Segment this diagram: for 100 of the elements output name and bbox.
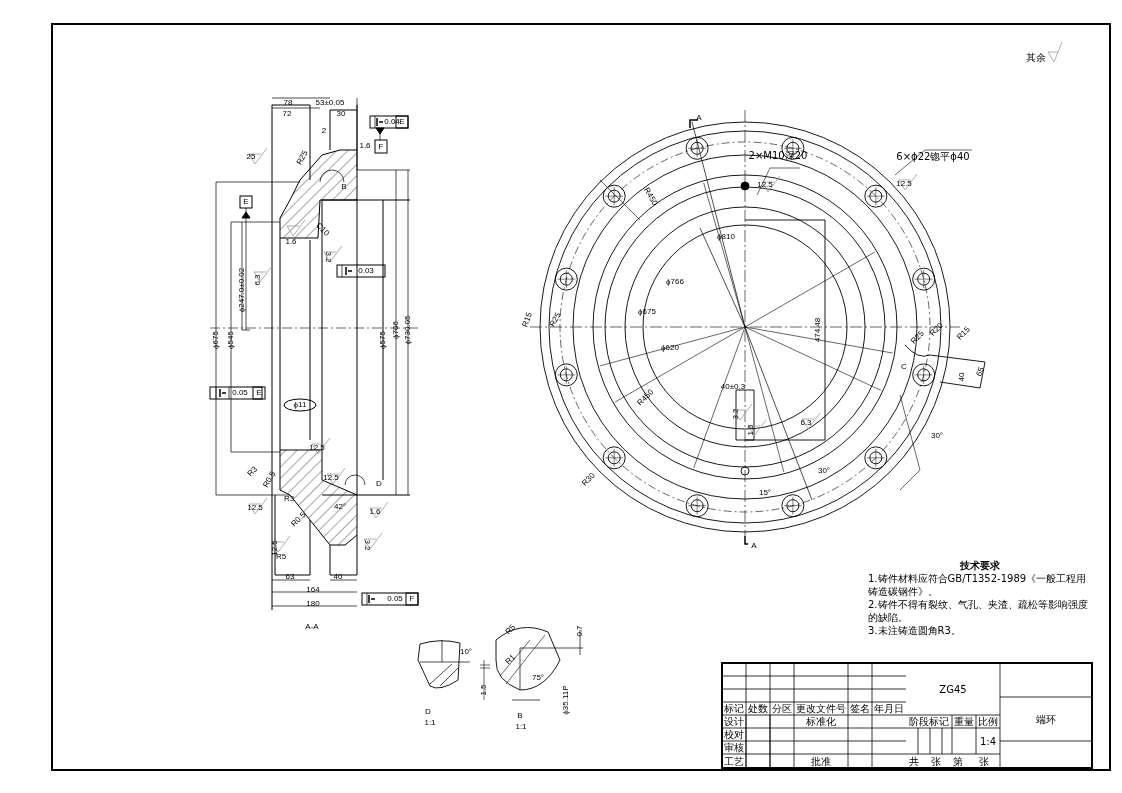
scale-text: 1:1: [515, 722, 527, 732]
note-text: 2.铸件不得有裂纹、气孔、夹渣、疏松等影响强度的缺陷。: [868, 599, 1089, 624]
datum-letter: E: [256, 388, 262, 398]
dimension-text: ϕ675: [638, 307, 656, 317]
dimension-text: 75°: [531, 673, 545, 683]
dimension-text: ϕ766: [666, 277, 684, 287]
dimension-text: R3: [246, 465, 260, 479]
tolerance-value: 0.05: [387, 594, 403, 604]
dimension-text: 40±0.3: [720, 382, 746, 392]
scale-text: 1:1: [424, 718, 436, 728]
datum-letter: E: [399, 117, 405, 127]
note-text: 3.未注铸造圆角R3。: [868, 625, 962, 638]
dimension-text: 474.48: [813, 317, 823, 343]
heading-text: 技术要求: [959, 560, 1001, 572]
view-label: B: [517, 711, 523, 721]
dimension-text: C10: [313, 221, 331, 239]
dimension-text: 30: [336, 109, 346, 119]
title-block-text: 审核: [724, 741, 744, 753]
dimension-text: 63: [285, 572, 295, 582]
title-block-text: 处数: [748, 702, 768, 714]
title-block-text: 张: [931, 755, 941, 767]
view-label: D: [376, 479, 382, 489]
dimension-text: 40: [957, 372, 967, 382]
dimension-text: R30: [580, 471, 598, 489]
title-block-text: 年月日: [874, 702, 904, 714]
title-block-text: 标准化: [806, 715, 836, 727]
title-block-text: 设计: [724, 715, 744, 727]
view-label: D: [425, 707, 431, 717]
dimension-text: ϕ730.05: [403, 315, 413, 345]
roughness-value: 12.5: [323, 473, 339, 483]
roughness-value: 3.2: [323, 251, 333, 263]
tolerance-value: 0.05: [232, 388, 248, 398]
dimension-text: R5: [504, 623, 518, 637]
dimension-text: 40: [333, 572, 343, 582]
title-block-text: 阶段标记: [909, 715, 949, 727]
view-label: A-A: [305, 622, 319, 632]
dimension-text: 1.5: [479, 684, 489, 696]
dimension-text: 180: [306, 599, 320, 609]
roughness-value: 1.6: [746, 424, 756, 436]
roughness-value: 6.3: [253, 274, 263, 286]
tolerance-value: 0.03: [358, 266, 374, 276]
datum-letter: E: [243, 197, 249, 207]
roughness-value: 12.5: [896, 179, 912, 189]
dimension-text: ϕ620: [661, 343, 679, 353]
title-block-text: 共: [909, 755, 919, 767]
dimension-text: ϕ810: [717, 232, 735, 242]
dimension-text: 53±0.05: [315, 98, 345, 108]
roughness-value: 1.6: [285, 237, 297, 247]
title-block-text: 校对: [724, 728, 744, 740]
dimension-text: 10°: [459, 647, 473, 657]
dimension-text: R3: [283, 494, 295, 504]
roughness-value: 3.2: [731, 408, 741, 420]
title-block-text: 重量: [954, 715, 974, 727]
dimension-text: 65: [975, 366, 987, 378]
roughness-value: 1.6: [359, 141, 371, 151]
note-text: 1.铸件材料应符合GB/T1352-1989《一般工程用铸造碳钢件》。: [868, 573, 1088, 598]
dimension-text: R15: [955, 325, 973, 343]
section-letter: C: [901, 362, 907, 372]
dimension-text: 30°: [930, 431, 944, 441]
dimension-text: R20: [928, 321, 946, 339]
dimension-text: ϕ11: [293, 400, 307, 410]
title-block-text: 1:4: [979, 735, 997, 747]
view-label: B: [341, 182, 347, 192]
note-text: 其余: [1026, 51, 1046, 63]
title-block-text: 批准: [811, 755, 831, 767]
dimension-text: ϕ575: [378, 331, 388, 349]
title-block-text: 分区: [772, 702, 792, 714]
note-text: 6×ϕ22锪平ϕ40: [896, 150, 970, 162]
roughness-value: 12.5: [757, 180, 773, 190]
dimension-text: R1: [504, 653, 518, 667]
tolerance-value: 0.04: [384, 117, 400, 127]
dimension-text: 30°: [817, 466, 831, 476]
title-block-text: 更改文件号: [796, 702, 846, 714]
dimension-text: ϕ35.11P: [561, 685, 571, 715]
roughness-value: 3.2: [362, 539, 372, 551]
title-block-text: 签名: [850, 702, 870, 714]
datum-letter: F: [378, 142, 384, 152]
dimension-text: R25: [909, 329, 927, 347]
dimension-text: 164: [306, 585, 320, 595]
dimension-text: ϕ545: [226, 331, 236, 349]
dimension-text: 0.7: [575, 625, 585, 637]
title-block-text: 端环: [1036, 713, 1056, 725]
dimension-text: 42°: [333, 502, 347, 512]
dimension-text: ϕ675: [211, 331, 221, 349]
roughness-value: 12.5: [247, 503, 263, 513]
title-block-text: 工艺: [724, 755, 744, 767]
title-block-text: 第: [953, 755, 963, 767]
roughness-value: 12.5: [309, 443, 325, 453]
title-block-text: ZG45: [939, 683, 967, 695]
dimension-text: R15: [521, 311, 535, 329]
dimension-text: ϕ706: [391, 321, 401, 339]
roughness-value: 1.6: [369, 507, 381, 517]
dimension-text: 2: [321, 126, 327, 136]
section-letter: A: [751, 541, 757, 551]
roughness-value: 25: [246, 152, 256, 162]
dimension-text: 78: [283, 98, 293, 108]
roughness-value: 6.3: [800, 418, 812, 428]
section-letter: A: [696, 113, 702, 123]
dimension-text: 15°: [758, 488, 772, 498]
dimension-text: 72: [282, 109, 292, 119]
